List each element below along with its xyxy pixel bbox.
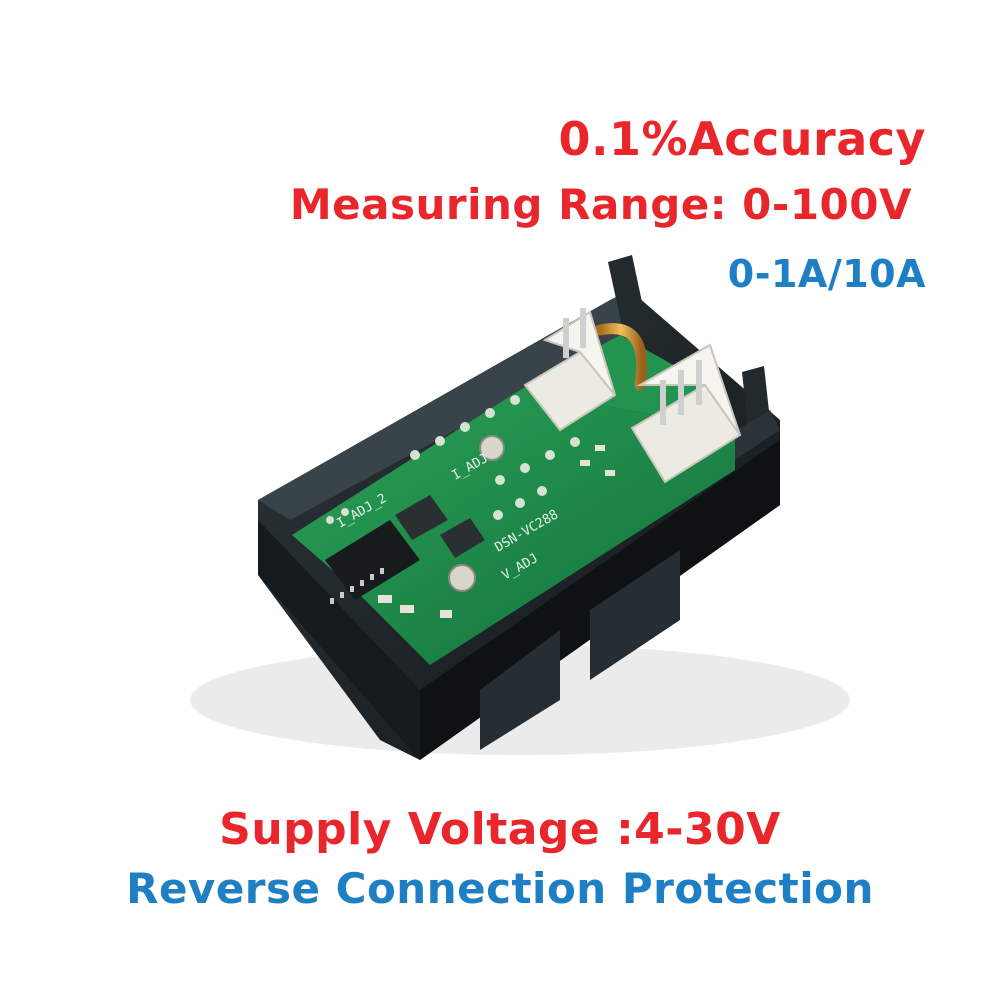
- caption-accuracy: 0.1%Accuracy: [558, 112, 926, 166]
- trim-pot-i-adj: [479, 435, 505, 461]
- caption-supply-voltage: Supply Voltage :4-30V: [219, 804, 781, 855]
- ic-chip: [325, 520, 420, 600]
- connector-2pin: [523, 308, 617, 432]
- caption-reverse-protection: Reverse Connection Protection: [126, 864, 874, 913]
- caption-measuring-range: Measuring Range: 0-100V: [289, 180, 912, 229]
- caption-current-range: 0-1A/10A: [727, 252, 926, 296]
- trim-pot-v-adj: [448, 564, 476, 592]
- connector-3pin: [630, 343, 742, 484]
- copper-shunt: [594, 323, 648, 391]
